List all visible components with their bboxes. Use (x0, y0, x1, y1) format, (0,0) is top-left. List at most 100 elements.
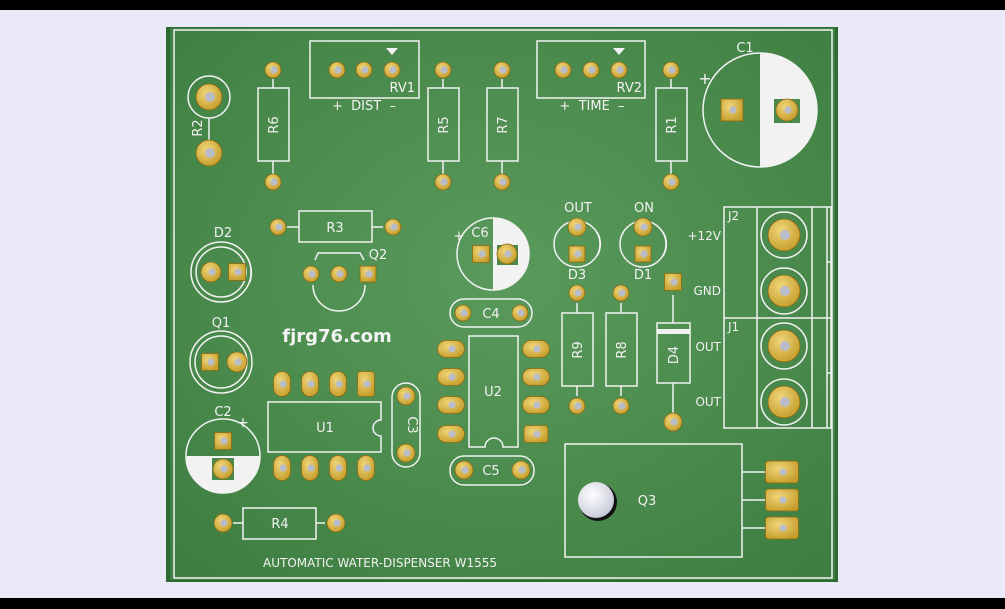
label-c3: C3 (404, 416, 419, 433)
drill-hole (588, 66, 596, 74)
label-r2: R2 (191, 119, 206, 136)
label-c1: C1 (736, 41, 753, 56)
drill-hole (616, 66, 624, 74)
drill-hole (517, 309, 525, 317)
drill-hole (574, 250, 582, 258)
drill-hole (220, 465, 228, 473)
label-r5: R5 (437, 116, 452, 133)
logo-text: fjrg76.com (282, 326, 391, 347)
drill-hole (279, 464, 287, 472)
label-c1-plus: + (698, 69, 711, 88)
drill-hole (670, 418, 678, 426)
drill-hole (560, 66, 568, 74)
drill-hole (270, 178, 278, 186)
drill-hole (640, 223, 648, 231)
label-r9: R9 (571, 341, 586, 358)
drill-hole (780, 230, 790, 240)
drill-hole (460, 309, 468, 317)
label-r6: R6 (267, 116, 282, 133)
label-led-out: OUT (564, 201, 592, 216)
drill-hole (670, 278, 678, 286)
drill-hole (518, 466, 526, 474)
drill-hole (574, 289, 582, 297)
drill-hole (448, 373, 456, 381)
drill-hole (308, 270, 316, 278)
label-d3: D3 (568, 268, 586, 283)
drill-hole (574, 223, 582, 231)
drill-hole (205, 92, 215, 102)
drill-hole (533, 373, 541, 381)
drill-hole (499, 66, 507, 74)
drill-hole (234, 268, 242, 276)
drill-hole (333, 519, 341, 527)
drill-hole (334, 66, 342, 74)
drill-hole (448, 345, 456, 353)
drill-hole (784, 106, 792, 114)
label-q2: Q2 (369, 248, 388, 263)
drill-hole (779, 468, 787, 476)
label-u1: U1 (316, 421, 334, 436)
rv1-pin-marker (386, 48, 398, 55)
drill-hole (234, 358, 242, 366)
drill-hole (335, 380, 343, 388)
drill-hole (461, 466, 469, 474)
label-c5: C5 (482, 464, 499, 479)
label-out1: OUT (695, 340, 721, 354)
drill-hole (504, 250, 512, 258)
label-c2: C2 (214, 405, 231, 420)
label-r7: R7 (496, 116, 511, 133)
label-dist: + DIST – (332, 99, 396, 114)
board-title: AUTOMATIC WATER-DISPENSER W1555 (263, 556, 497, 570)
drill-hole (207, 358, 215, 366)
drill-hole (220, 519, 228, 527)
label-r8: R8 (615, 341, 630, 358)
label-rv1: RV1 (390, 81, 416, 96)
drill-hole (640, 250, 648, 258)
drill-hole (208, 268, 216, 276)
label-j2: J2 (727, 209, 739, 223)
drill-hole (779, 524, 787, 532)
label-rv2: RV2 (617, 81, 643, 96)
drill-hole (336, 270, 344, 278)
label-c2-plus: + (237, 415, 249, 431)
label-led-on: ON (634, 201, 654, 216)
drill-hole (440, 178, 448, 186)
drill-hole (275, 223, 283, 231)
label-c6: C6 (471, 226, 488, 241)
label-time: + TIME – (559, 99, 624, 114)
label-r4: R4 (271, 517, 288, 532)
drill-hole (365, 270, 373, 278)
drill-hole (668, 178, 676, 186)
label-gnd: GND (693, 284, 721, 298)
drill-hole (270, 66, 278, 74)
label-j1: J1 (727, 320, 739, 334)
drill-hole (533, 345, 541, 353)
drill-hole (533, 401, 541, 409)
drill-hole (668, 66, 676, 74)
label-plus12v: +12V (687, 229, 721, 243)
drill-hole (780, 341, 790, 351)
label-c4: C4 (482, 307, 499, 322)
drill-hole (618, 402, 626, 410)
drill-hole (780, 397, 790, 407)
label-q1: Q1 (212, 316, 231, 331)
label-r3: R3 (326, 221, 343, 236)
drill-hole (779, 496, 787, 504)
drill-hole (279, 380, 287, 388)
label-d2: D2 (214, 226, 232, 241)
drill-hole (780, 286, 790, 296)
q3-mounting-hole (578, 482, 614, 518)
drill-hole (307, 380, 315, 388)
drill-hole (448, 401, 456, 409)
drill-hole (729, 106, 737, 114)
drill-hole (335, 464, 343, 472)
drill-hole (363, 380, 371, 388)
drill-hole (403, 392, 411, 400)
rv2-pin-marker (613, 48, 625, 55)
drill-hole (440, 66, 448, 74)
label-d1: D1 (634, 268, 652, 283)
drill-hole (220, 437, 228, 445)
drill-hole (307, 464, 315, 472)
drill-hole (361, 66, 369, 74)
